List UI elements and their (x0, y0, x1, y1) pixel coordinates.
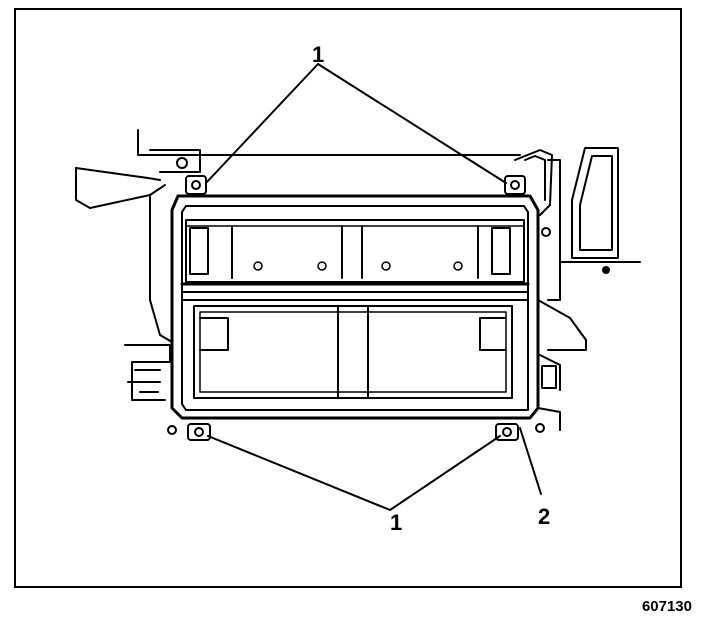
right-linkage (537, 299, 587, 431)
callout-1-bottom: 1 (390, 510, 403, 535)
callout-2: 2 (538, 504, 551, 529)
background-structure-left (75, 129, 521, 401)
top-fastener-right (504, 175, 526, 195)
leader-lines-top (205, 63, 507, 184)
background-structure-right (547, 147, 641, 301)
top-fastener-left (185, 175, 207, 195)
leader-lines-bottom (207, 435, 501, 511)
bottom-fastener-right (495, 423, 545, 441)
right-bracket (514, 149, 553, 237)
bottom-fastener-left (167, 423, 211, 441)
callout-1-top: 1 (312, 42, 325, 67)
diagram-frame (14, 8, 682, 588)
figure-id-label: 607130 (641, 598, 692, 615)
leader-line-2 (519, 427, 542, 495)
module-housing (170, 194, 540, 420)
